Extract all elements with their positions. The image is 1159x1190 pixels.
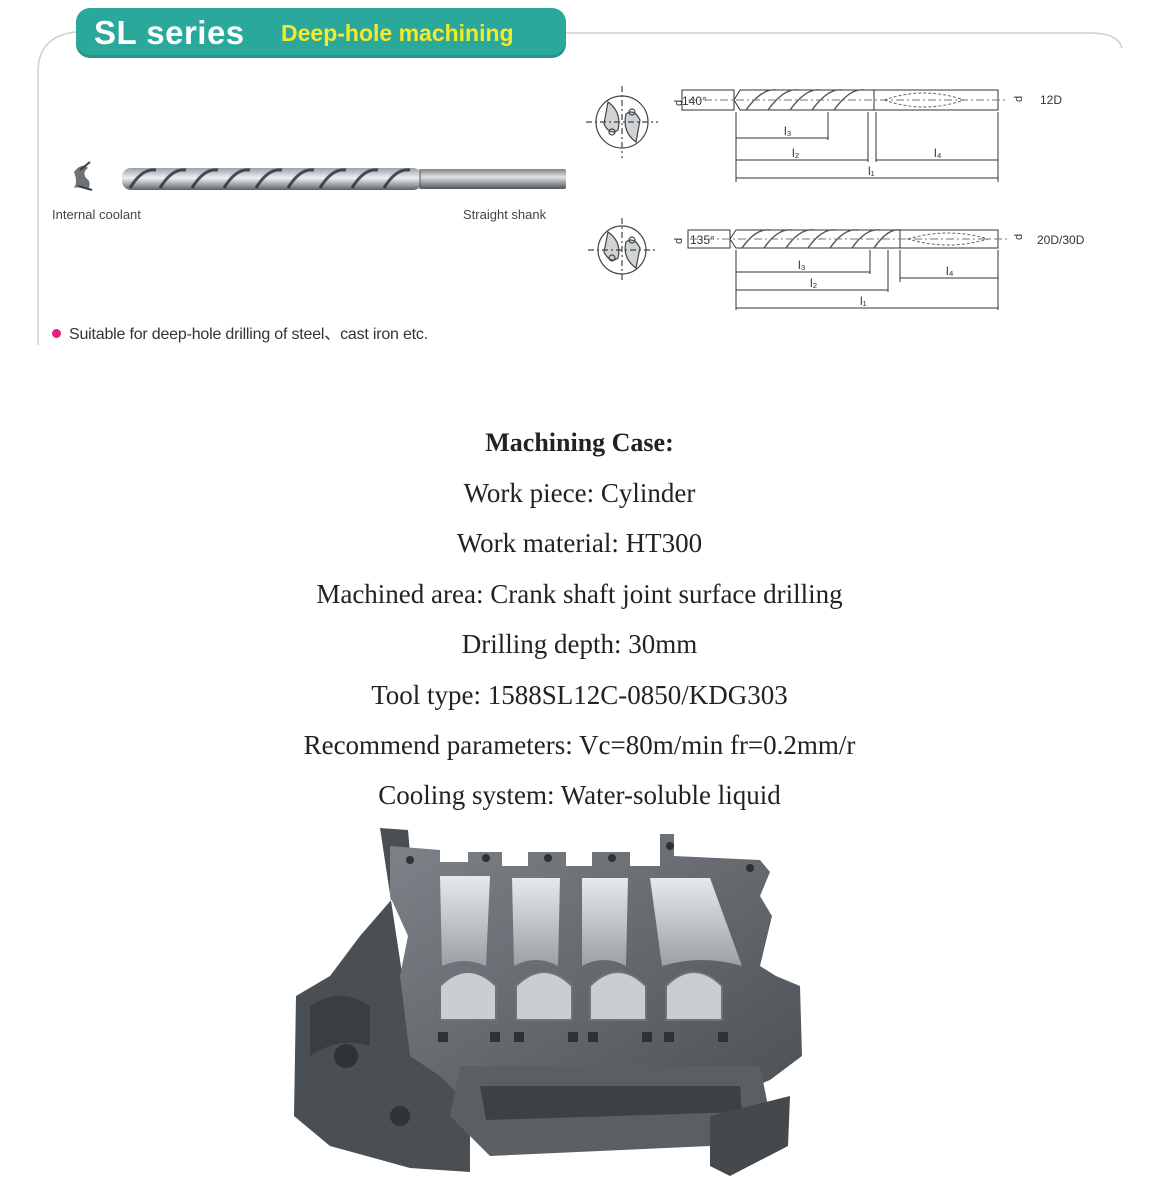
internal-coolant-label: Internal coolant [52,207,141,222]
coolant-tip-icon [74,161,93,191]
straight-shank-label: Straight shank [463,207,547,222]
length-tag-12d: 12D [1040,93,1063,107]
bullet-icon [52,329,61,338]
diameter-left-20-30d: d [673,238,685,244]
drill-illustration [74,161,566,191]
dim-l2-12d: l₂ [792,146,800,160]
dim-l1-20-30d: l₁ [860,294,867,308]
case-cooling-system: Cooling system: Water-soluble liquid [378,780,781,811]
dim-l4-20-30d: l₄ [946,264,954,278]
machining-case: Machining Case: Work piece: Cylinder Wor… [0,418,1159,821]
diameter-left-12d: d [673,100,685,106]
dim-l3-12d: l₃ [784,124,792,138]
diameter-right-12d: d [1013,96,1025,102]
series-subtitle: Deep-hole machining [281,20,514,46]
end-view-12d-icon [586,86,658,158]
dim-l4-12d: l₄ [934,146,942,160]
panel-frame [37,31,1123,345]
application-note-text: Suitable for deep-hole drilling of steel… [69,326,428,343]
engine-block-illustration [294,828,802,1176]
case-drilling-depth: Drilling depth: 30mm [461,629,698,660]
catalog-panel: SL series Deep-hole machining [0,0,1159,360]
tip-angle-12d: 140° [682,94,707,108]
application-note: Suitable for deep-hole drilling of steel… [52,320,428,344]
series-header-tab: SL series Deep-hole machining [76,8,566,58]
case-title: Machining Case: [485,428,674,457]
drill-diagram-20-30d: 135° d d l₃ l₂ l₁ l₄ [588,218,1025,310]
case-tool-type: Tool type: 1588SL12C-0850/KDG303 [371,679,788,710]
end-view-20-30d-icon [588,218,656,282]
case-work-material: Work material: HT300 [456,528,703,559]
dim-l2-20-30d: l₂ [810,276,818,290]
diameter-right-20-30d: d [1013,234,1025,240]
case-work-piece: Work piece: Cylinder [463,478,696,508]
dim-l3-20-30d: l₃ [798,258,806,272]
case-machined-area: Machined area: Crank shaft joint surface… [316,578,843,609]
case-parameters: Recommend parameters: Vc=80m/min fr=0.2m… [303,729,856,760]
length-tag-20-30d: 20D/30D [1037,233,1085,247]
series-name: SL series [94,14,245,51]
tip-angle-20-30d: 135° [690,233,715,247]
drill-diagram-12d: 140° d d l₃ l₂ l₁ l₄ [586,86,1025,182]
dim-l1-12d: l₁ [868,164,875,178]
